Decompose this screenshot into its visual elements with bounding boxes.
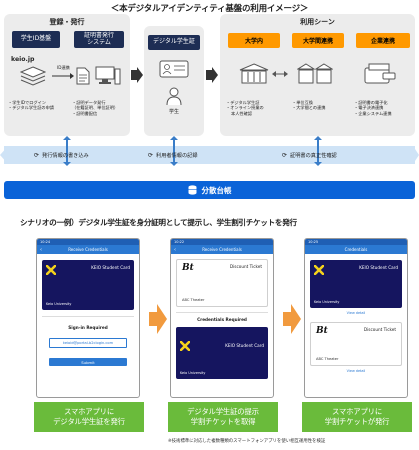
- student-card[interactable]: KEIO Student Card Keio University: [42, 260, 134, 310]
- view-detail-link[interactable]: View detail: [346, 311, 366, 315]
- back-icon[interactable]: ‹: [40, 246, 42, 253]
- phone-2: 10:22 ‹ Receive Credentials Bt Discount …: [170, 238, 274, 398]
- card-title: KEIO Student Card: [91, 265, 130, 270]
- page-title: ＜本デジタルアイデンティティ基盤の利用イメージ＞: [110, 4, 309, 14]
- issue-notes-left: ・学生IDでログイン ・デジタル学生証の申請: [8, 100, 54, 111]
- student-label: 学生: [168, 109, 179, 115]
- document-icon: [76, 67, 90, 85]
- id-link-label: ID連携: [57, 65, 70, 70]
- ticket-title: Discount Ticket: [363, 327, 396, 332]
- band-label-write: ⟳ 発行情報の書き込み: [34, 152, 89, 159]
- discount-ticket[interactable]: Bt Discount Ticket ABC Theater: [176, 259, 268, 307]
- ticket-logo: Bt: [182, 263, 194, 273]
- footnote: ※技術標準に対応した複数種類のスマートフォンアプリを使い相互運用性を検証: [168, 439, 326, 444]
- domain-label: keio.jp: [11, 56, 35, 63]
- card-title: KEIO Student Card: [225, 343, 264, 348]
- id-card-icon: [159, 60, 189, 78]
- ticket-venue: ABC Theater: [316, 357, 339, 361]
- phone-3: 10:25 Credentials KEIO Student Card Keio…: [304, 238, 408, 398]
- sync-icon: ⟳: [148, 152, 154, 159]
- ticket-logo: Bt: [316, 326, 328, 336]
- student-id-box: 学生ID基盤: [12, 31, 60, 48]
- ticket-title: Discount Ticket: [229, 264, 262, 269]
- scenario-heading: シナリオの一例）デジタル学生証を身分証明として提示し、学生割引チケットを発行: [20, 218, 297, 227]
- band-label-verify: ⟳ 証明書の真正性確認: [282, 152, 337, 159]
- signin-title: Sign-in Required: [68, 325, 108, 330]
- flow-arrow-2: [206, 67, 218, 83]
- band-label-record: ⟳ 利用者情報の記録: [148, 152, 198, 159]
- caption-step-2: デジタル学生証の提示 学割チケットを取得: [168, 402, 278, 432]
- vertical-arrow-usage: [314, 136, 322, 166]
- card-university: Keio University: [46, 302, 72, 306]
- caption-step-1: スマホアプリに デジタル学生証を発行: [34, 402, 144, 432]
- band-arrow-left: [0, 146, 8, 164]
- email-field[interactable]: keioid@portal-b2clogin.com: [49, 338, 127, 348]
- student-card[interactable]: KEIO Student Card Keio University: [310, 260, 402, 308]
- usage-notes-campus: ・デジタル学生証 ・オンライン授業の 本人性確認: [226, 100, 264, 116]
- discount-ticket[interactable]: Bt Discount Ticket ABC Theater: [310, 322, 402, 366]
- view-detail-link[interactable]: View detail: [346, 369, 366, 373]
- usage-heading: 利用シーン: [300, 18, 335, 26]
- scenario-arrow-2: [283, 304, 301, 334]
- ticket-venue: ABC Theater: [182, 298, 205, 302]
- back-icon[interactable]: ‹: [174, 246, 176, 253]
- x-logo-icon: [314, 265, 324, 275]
- distributed-ledger-bar: 分散台帳: [4, 181, 415, 199]
- usage-box-campus: 大学内: [228, 33, 280, 48]
- screen-header: Credentials: [305, 245, 407, 254]
- database-icon: [188, 185, 196, 195]
- student-card[interactable]: KEIO Student Card Keio University: [176, 327, 268, 379]
- status-bar: 10:22: [171, 239, 273, 245]
- person-icon: [166, 87, 182, 106]
- vertical-arrow-student: [170, 136, 178, 166]
- usage-box-enterprise: 企業連携: [356, 33, 410, 48]
- caption-step-3: スマホアプリに 学割チケットが発行: [302, 402, 412, 432]
- credentials-required-title: Credentials Required: [197, 317, 247, 322]
- screen-header: ‹ Receive Credentials: [37, 245, 139, 254]
- usage-box-inter-university: 大学間連携: [292, 33, 344, 48]
- divider: [42, 316, 134, 317]
- wallet-icon: [364, 63, 396, 84]
- buildings-icon: [297, 63, 333, 84]
- sync-icon: ⟳: [34, 152, 40, 159]
- cert-system-box: 証明書発行 システム: [74, 31, 124, 48]
- scenario-arrow-1: [149, 304, 167, 334]
- sync-icon: ⟳: [282, 152, 288, 159]
- band-arrow-right: [413, 146, 419, 164]
- x-logo-icon: [46, 265, 56, 275]
- card-university: Keio University: [314, 300, 340, 304]
- ledger-sync-band: [4, 146, 415, 164]
- x-logo-icon: [180, 341, 190, 351]
- vertical-arrow-issue: [63, 136, 71, 166]
- issue-heading: 登録・発行: [49, 18, 85, 26]
- phone-1: 10:24 ‹ Receive Credentials KEIO Student…: [36, 238, 140, 398]
- building-icon: [239, 63, 269, 84]
- stack-icon: [20, 66, 46, 86]
- issue-notes-right: ・証明データ発行 （在籍証明、単位証明） ・証明書配信: [72, 100, 119, 116]
- status-bar: 10:24: [37, 239, 139, 245]
- id-link-arrow: [52, 73, 74, 79]
- card-university: Keio University: [180, 371, 206, 375]
- flow-arrow-1: [131, 67, 143, 83]
- submit-button[interactable]: Submit: [49, 358, 127, 366]
- digital-id-box: デジタル学生証: [148, 35, 200, 50]
- status-bar: 10:25: [305, 239, 407, 245]
- screen-header: ‹ Receive Credentials: [171, 245, 273, 254]
- computer-icon: [95, 66, 121, 85]
- divider: [176, 312, 268, 313]
- usage-notes-enterprise: ・証明書の電子化 ・電子決済連携 ・企業システム連携: [354, 100, 392, 116]
- card-title: KEIO Student Card: [359, 265, 398, 270]
- exchange-arrow-icon: [272, 71, 288, 77]
- usage-notes-inter-university: ・単位互換 ・大学間との連携: [292, 100, 326, 111]
